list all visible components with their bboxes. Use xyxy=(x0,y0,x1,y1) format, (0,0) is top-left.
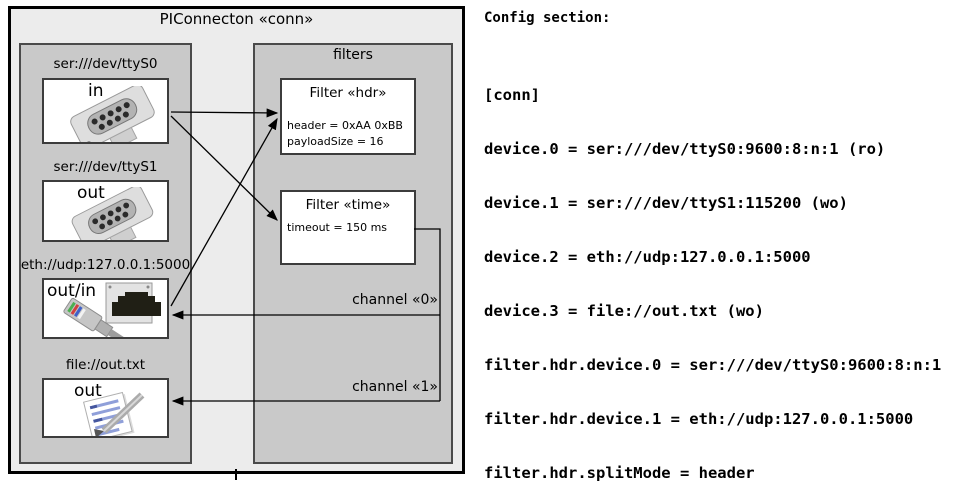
device-direction: out/in xyxy=(47,281,97,301)
ethernet-connector-icon xyxy=(63,282,161,337)
config-heading: Config section: xyxy=(484,10,611,26)
filter-box-time: Filter «time» timeout = 150 ms xyxy=(280,190,416,265)
device-label-file: file://out.txt xyxy=(65,357,146,373)
filters-group-title: filters xyxy=(333,47,373,63)
filter-title: Filter «time» xyxy=(305,197,391,213)
serial-connector-icon xyxy=(70,86,155,142)
device-label-ttys1: ser:///dev/ttyS1 xyxy=(53,159,158,175)
filter-properties: timeout = 150 ms xyxy=(287,220,412,236)
config-line: device.0 = ser:///dev/ttyS0:9600:8:n:1 (… xyxy=(484,140,886,158)
device-direction: out xyxy=(77,183,105,203)
serial-connector-icon xyxy=(71,187,154,240)
device-direction: out xyxy=(74,381,102,401)
filter-title: Filter «hdr» xyxy=(309,85,387,101)
file-notes-icon xyxy=(82,391,145,436)
filter-property: payloadSize = 16 xyxy=(287,134,384,148)
device-box-ttys1: out xyxy=(42,180,169,242)
filter-box-hdr: Filter «hdr» header = 0xAA 0xBB payloadS… xyxy=(280,78,416,155)
device-label-ttys0: ser:///dev/ttyS0 xyxy=(53,56,158,72)
config-line: device.3 = file://out.txt (wo) xyxy=(484,302,764,320)
filter-properties: header = 0xAA 0xBB payloadSize = 16 xyxy=(287,118,412,149)
channel-0-label: channel «0» xyxy=(352,292,438,308)
filter-property: timeout = 150 ms xyxy=(287,221,388,234)
device-box-file: out xyxy=(42,378,169,438)
filter-property: header = 0xAA 0xBB xyxy=(287,119,403,132)
channel-1-label: channel «1» xyxy=(352,379,438,395)
device-box-eth: out/in xyxy=(42,278,169,339)
config-line: filter.hdr.device.0 = ser:///dev/ttyS0:9… xyxy=(484,356,942,374)
config-line: [conn] xyxy=(484,86,540,104)
config-line: filter.hdr.splitMode = header xyxy=(484,464,755,482)
config-line: filter.hdr.device.1 = eth://udp:127.0.0.… xyxy=(484,410,914,428)
config-line: device.2 = eth://udp:127.0.0.1:5000 xyxy=(484,248,811,266)
config-line: device.1 = ser:///dev/ttyS1:115200 (wo) xyxy=(484,194,848,212)
diagram-title: PIConnecton «conn» xyxy=(159,10,314,28)
config-text: [conn] device.0 = ser:///dev/ttyS0:9600:… xyxy=(484,50,951,484)
device-label-eth: eth://udp:127.0.0.1:5000 xyxy=(20,257,191,273)
device-box-ttys0: in xyxy=(42,78,169,144)
device-direction: in xyxy=(88,81,104,101)
